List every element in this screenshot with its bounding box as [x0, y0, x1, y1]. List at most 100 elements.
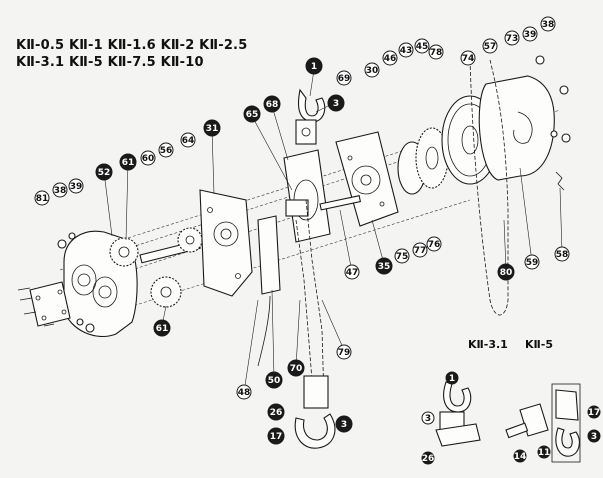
- drive-shaft: [139, 227, 203, 264]
- part-callout-label: 35: [378, 262, 391, 272]
- chain-stripper: [257, 215, 281, 367]
- part-callout-label: 78: [430, 48, 443, 58]
- part-callout-label: 61: [122, 158, 135, 168]
- part-callout-17: 17: [587, 405, 601, 419]
- bottom-hook: [294, 375, 336, 449]
- part-callout-label: 56: [160, 146, 173, 156]
- part-callout-label: 61: [156, 324, 169, 334]
- part-callout-label: 74: [462, 54, 475, 64]
- part-callout-label: 17: [270, 432, 283, 442]
- screws-left: [17, 232, 95, 333]
- part-callout-61: 61: [153, 319, 171, 337]
- part-callout-label: 11: [538, 448, 551, 458]
- part-callout-69: 69: [336, 70, 352, 86]
- part-callout-39: 39: [522, 26, 538, 42]
- part-callout-38: 38: [52, 182, 68, 198]
- retaining-spring: [555, 171, 565, 191]
- part-callout-48: 48: [236, 384, 252, 400]
- part-callout-39: 39: [68, 178, 84, 194]
- part-callout-30: 30: [364, 62, 380, 78]
- part-callout-70: 70: [287, 359, 305, 377]
- part-callout-label: 75: [396, 252, 409, 262]
- part-callout-60: 60: [140, 150, 156, 166]
- part-callout-26: 26: [267, 403, 285, 421]
- spur-gear-lower: [150, 276, 182, 308]
- part-callout-label: 3: [341, 420, 347, 430]
- part-callout-57: 57: [482, 38, 498, 54]
- part-callout-label: 3: [425, 414, 431, 424]
- part-callout-59: 59: [524, 254, 540, 270]
- part-callout-label: 58: [556, 250, 569, 260]
- part-callout-43: 43: [398, 42, 414, 58]
- part-callout-50: 50: [265, 371, 283, 389]
- part-callout-38: 38: [540, 16, 556, 32]
- part-callout-label: 39: [70, 182, 83, 192]
- part-callout-label: 69: [338, 74, 351, 84]
- part-callout-35: 35: [375, 257, 393, 275]
- part-callout-label: 57: [484, 42, 497, 52]
- part-callout-label: 26: [270, 408, 283, 418]
- part-callout-label: 38: [54, 186, 67, 196]
- spindle-pin: [319, 195, 362, 211]
- top-hook: [295, 88, 326, 145]
- part-callout-label: 43: [400, 46, 413, 56]
- part-callout-label: 68: [266, 100, 279, 110]
- part-callout-label: 31: [206, 124, 219, 134]
- part-callout-80: 80: [497, 263, 515, 281]
- part-callout-label: 30: [366, 66, 379, 76]
- part-callout-label: 46: [384, 54, 397, 64]
- load-sheave-frame: [283, 149, 331, 243]
- part-callout-label: 65: [246, 110, 259, 120]
- part-callout-3: 3: [421, 411, 435, 425]
- part-callout-73: 73: [504, 30, 520, 46]
- part-callout-label: 52: [98, 168, 111, 178]
- part-callout-31: 31: [203, 119, 221, 137]
- part-callout-14: 14: [513, 449, 527, 463]
- part-callout-3: 3: [587, 429, 601, 443]
- part-callout-label: 1: [311, 62, 317, 72]
- gasket-plate: [29, 281, 71, 327]
- part-callout-61: 61: [119, 153, 137, 171]
- part-callout-label: 60: [142, 154, 155, 164]
- model-list-line-1: KⅡ-0.5 KⅡ-1 KⅡ-1.6 KⅡ-2 KⅡ-2.5: [16, 38, 248, 53]
- part-callout-46: 46: [382, 50, 398, 66]
- part-callout-label: 77: [414, 246, 427, 256]
- part-callout-75: 75: [394, 248, 410, 264]
- part-callout-label: 1: [449, 374, 455, 384]
- part-callout-3: 3: [327, 94, 345, 112]
- part-callout-1: 1: [305, 57, 323, 75]
- inset-model-label-a: KⅡ-3.1: [468, 338, 508, 351]
- part-callout-label: 48: [238, 388, 251, 398]
- part-callout-78: 78: [428, 44, 444, 60]
- part-callout-label: 80: [500, 268, 513, 278]
- part-callout-label: 59: [526, 258, 539, 268]
- part-callout-77: 77: [412, 242, 428, 258]
- part-callout-label: 3: [591, 432, 597, 442]
- part-callout-79: 79: [336, 344, 352, 360]
- part-callout-11: 11: [537, 445, 551, 459]
- spur-gear-upper: [109, 237, 139, 267]
- part-callout-label: 39: [524, 30, 537, 40]
- hand-wheel-plate: [335, 131, 399, 227]
- part-callout-58: 58: [554, 246, 570, 262]
- part-callout-label: 73: [506, 34, 519, 44]
- part-callout-label: 50: [268, 376, 281, 386]
- part-callout-56: 56: [158, 142, 174, 158]
- part-callout-label: 64: [182, 136, 195, 146]
- inset-model-label-b: KⅡ-5: [525, 338, 553, 351]
- part-callout-64: 64: [180, 132, 196, 148]
- part-callout-81: 81: [34, 190, 50, 206]
- part-callout-label: 81: [36, 194, 49, 204]
- part-callout-26: 26: [421, 451, 435, 465]
- part-callout-65: 65: [243, 105, 261, 123]
- model-list-line-2: KⅡ-3.1 KⅡ-5 KⅡ-7.5 KⅡ-10: [16, 55, 204, 70]
- hand-wheel-cover: [478, 75, 555, 181]
- part-callout-76: 76: [426, 236, 442, 252]
- part-callout-label: 3: [333, 99, 339, 109]
- gear-case-plate: [199, 189, 253, 297]
- part-callout-label: 79: [338, 348, 351, 358]
- brake-disc-set: [397, 127, 449, 195]
